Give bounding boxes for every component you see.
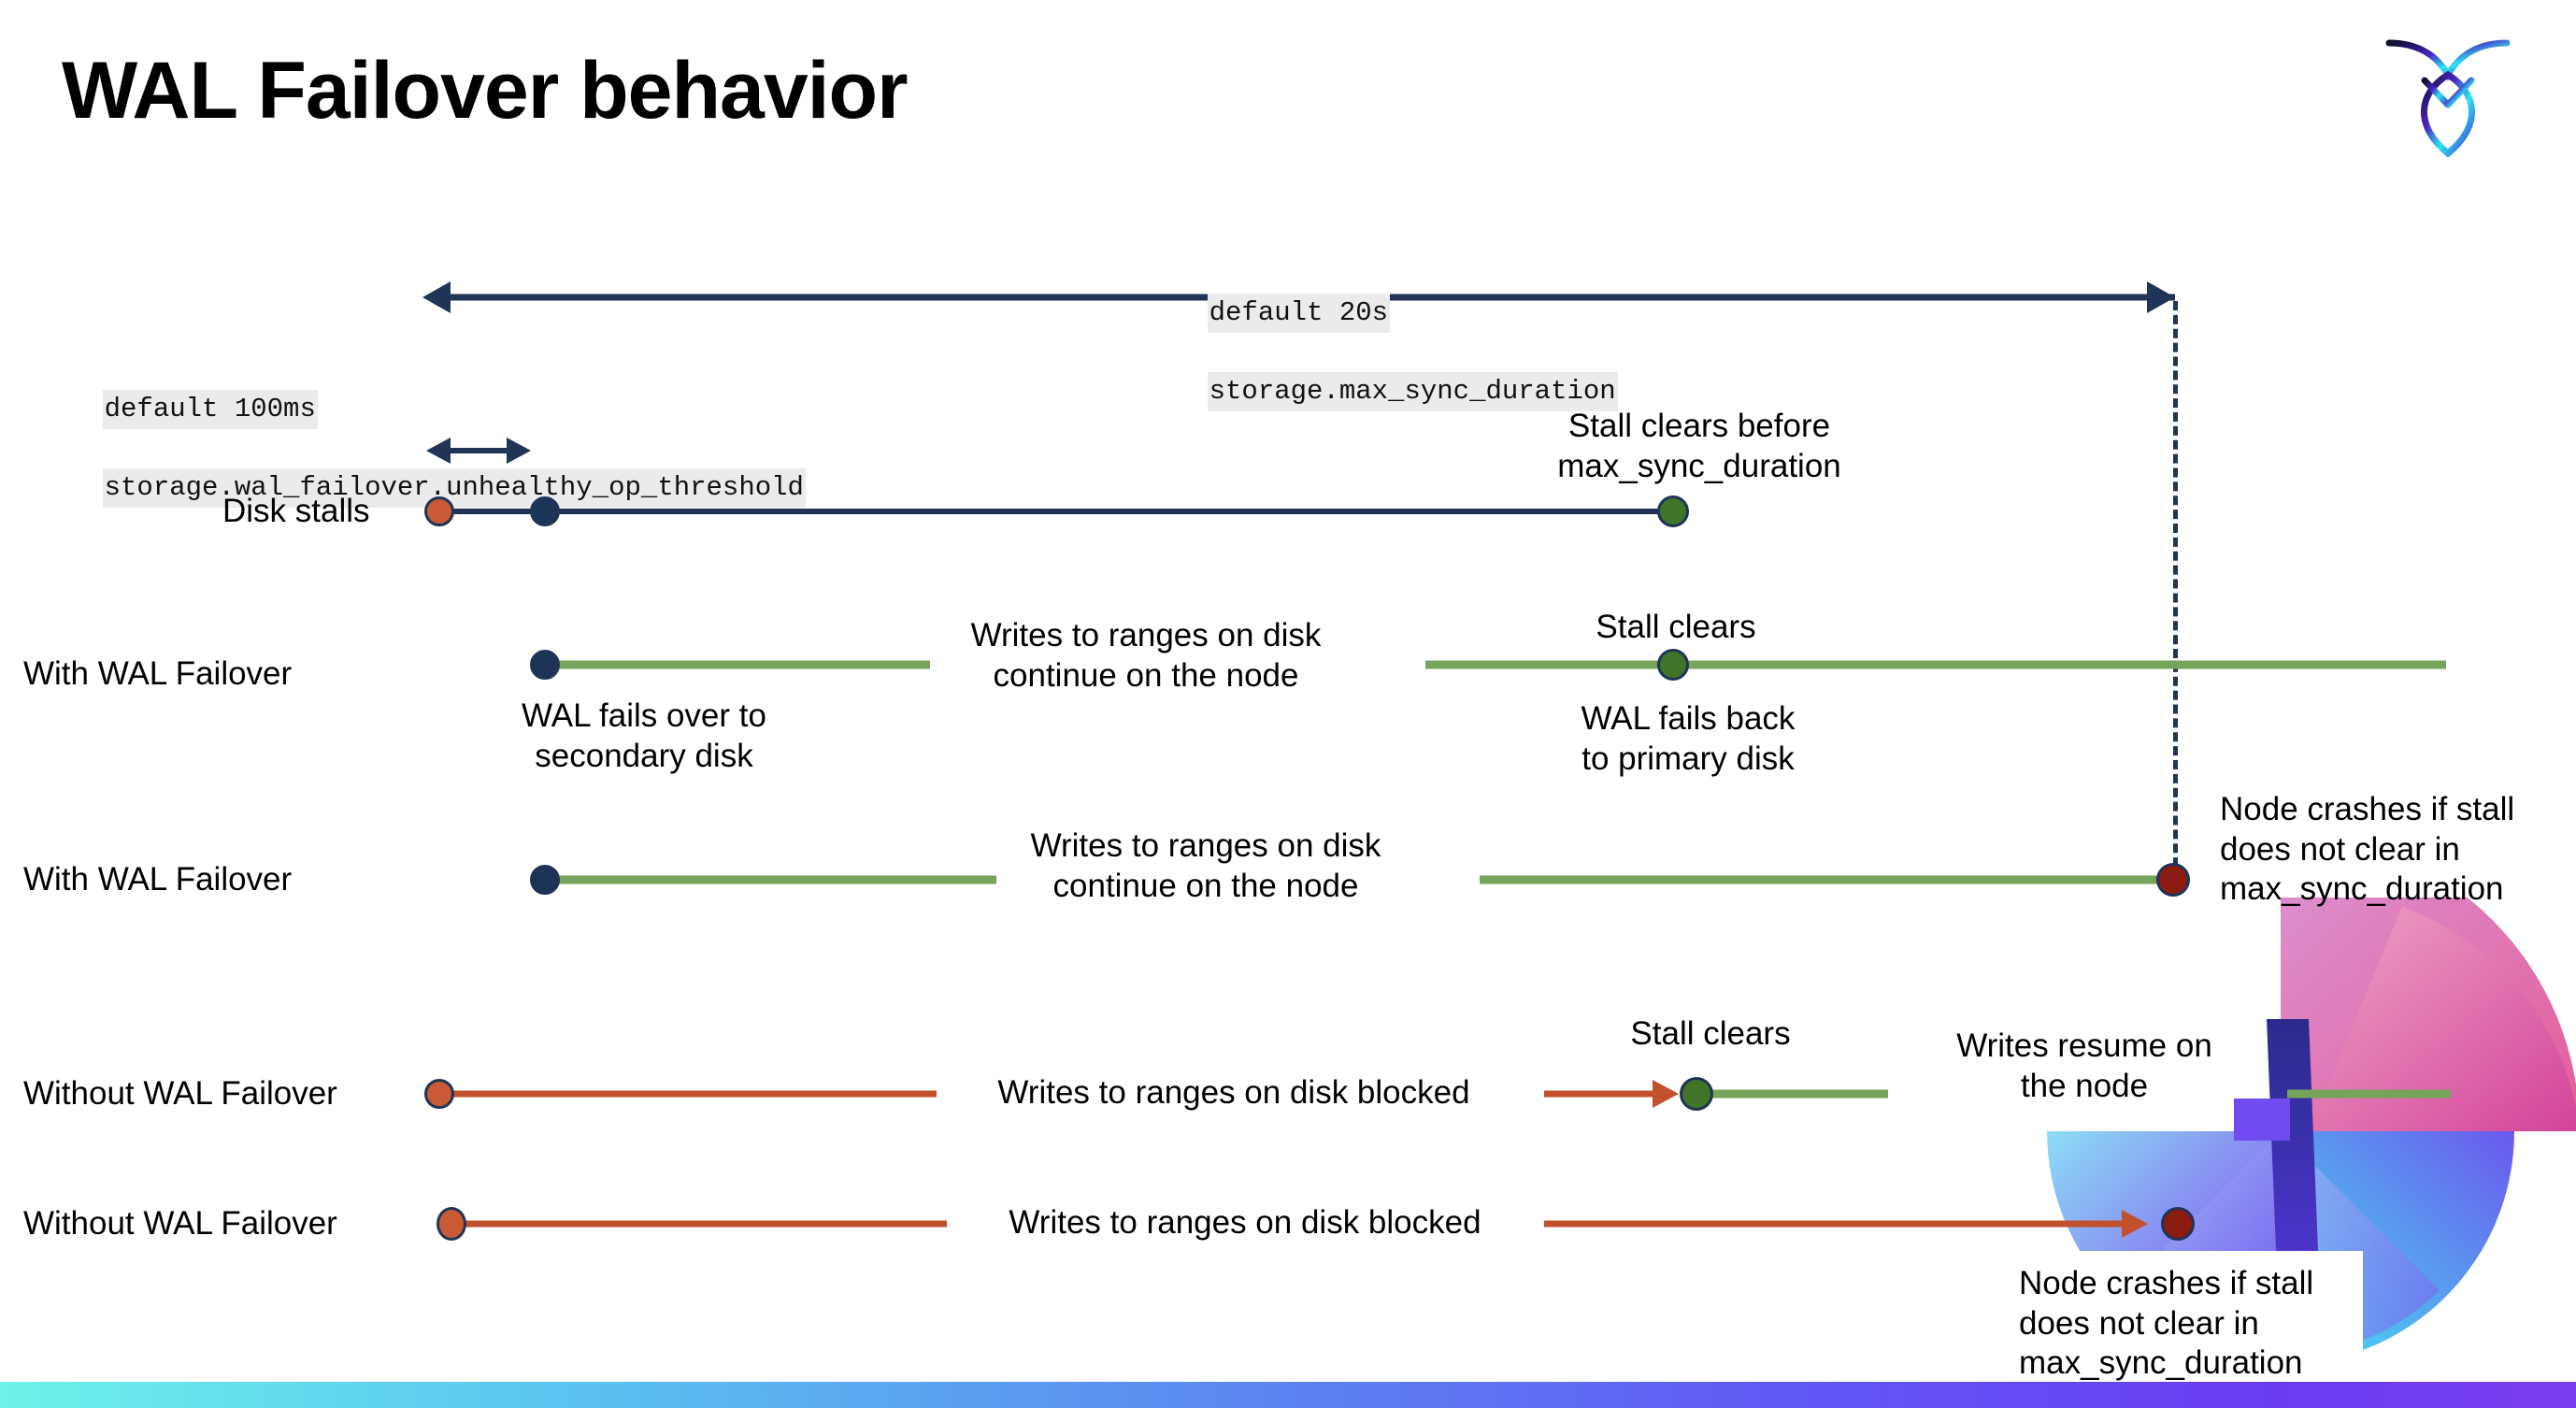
unhealthy-op-arrow-left-head [426,438,451,464]
with-failover-2-segment-right [1480,875,2173,884]
note-writes-blocked-2: Writes to ranges on disk blocked [1009,1204,1481,1241]
unhealthy-op-setting-name: storage.wal_failover.unhealthy_op_thresh… [102,468,806,509]
max-sync-arrow-left-head [422,281,451,313]
without-failover-1-arrow-head [1653,1080,1679,1108]
max-sync-arrow-right-head [2147,281,2175,313]
note-stall-clears-1: Stall clears [1596,609,1756,645]
with-failover-1-failover-dot [530,650,560,680]
note-writes-blocked-1: Writes to ranges on disk blocked [997,1074,1470,1111]
without-failover-1-resume-segment-far [2287,1089,2451,1099]
without-failover-1-blocked-segment-b [1544,1090,1673,1098]
without-failover-2-crash-dot [2161,1207,2195,1241]
with-failover-2-failover-dot [530,865,560,895]
row-label-with-wal-failover-1: With WAL Failover [23,655,293,692]
node-crash-callout-box [1968,1251,2363,1401]
note-node-crashes-2: Node crashes if stall does not clear in … [2019,1265,2314,1382]
page-title: WAL Failover behavior [62,46,909,136]
note-node-crashes-1: Node crashes if stall does not clear in … [2220,791,2515,908]
without-failover-1-resume-segment [1696,1089,1888,1099]
with-failover-1-segment-right [1425,660,2446,669]
without-failover-1-stall-clear-dot [1680,1077,1713,1111]
bottom-gradient-bar [0,1382,2576,1408]
with-failover-2-segment-left [545,875,996,884]
disk-stall-failover-dot [530,496,560,526]
note-writes-continue-2: Writes to ranges on disk continue on the… [1030,827,1381,904]
max-sync-deadline-dashed-line [2173,301,2178,881]
unhealthy-op-threshold-label: default 100ms storage.wal_failover.unhea… [37,351,806,547]
note-writes-resume: Writes resume on the node [1956,1027,2212,1104]
disk-stalls-timeline [439,509,1673,514]
note-writes-continue-1: Writes to ranges on disk continue on the… [970,617,1322,694]
note-stall-clears-2: Stall clears [1630,1015,1791,1052]
without-failover-2-blocked-segment-b [1544,1220,2142,1228]
row-label-without-wal-failover-2: Without WAL Failover [23,1205,337,1242]
without-failover-1-blocked-segment-a [439,1090,937,1098]
note-wal-fails-over-to-secondary: WAL fails over to secondary disk [522,697,766,774]
row-label-without-wal-failover-1: Without WAL Failover [23,1075,337,1112]
row-label-disk-stalls: Disk stalls [222,493,370,529]
unhealthy-op-default-value: default 100ms [102,390,318,430]
with-failover-1-segment-left [545,660,930,669]
row-label-with-wal-failover-2: With WAL Failover [23,861,293,898]
with-failover-2-crash-dot [2156,863,2190,897]
max-sync-duration-label: default 20s storage.max_sync_duration [1142,254,1618,451]
unhealthy-op-arrow-right-head [507,438,531,464]
without-failover-2-blocked-segment-a [451,1220,947,1228]
disk-stall-start-dot [424,496,454,526]
note-wal-fails-back-to-primary: WAL fails back to primary disk [1581,700,1796,777]
without-failover-2-arrow-head [2122,1210,2148,1238]
max-sync-setting-name: storage.max_sync_duration [1207,372,1618,412]
without-failover-1-stall-start-dot [424,1079,454,1109]
disk-stall-clear-dot [1657,496,1689,527]
with-failover-1-stall-clear-dot [1657,649,1689,681]
without-failover-2-stall-start-dot [436,1207,466,1241]
unhealthy-op-threshold-span-line [451,448,507,453]
note-stall-clears-before-max-sync: Stall clears before max_sync_duration [1557,408,1841,484]
max-sync-default-value: default 20s [1207,294,1391,334]
cockroachdb-logo [2378,26,2518,162]
